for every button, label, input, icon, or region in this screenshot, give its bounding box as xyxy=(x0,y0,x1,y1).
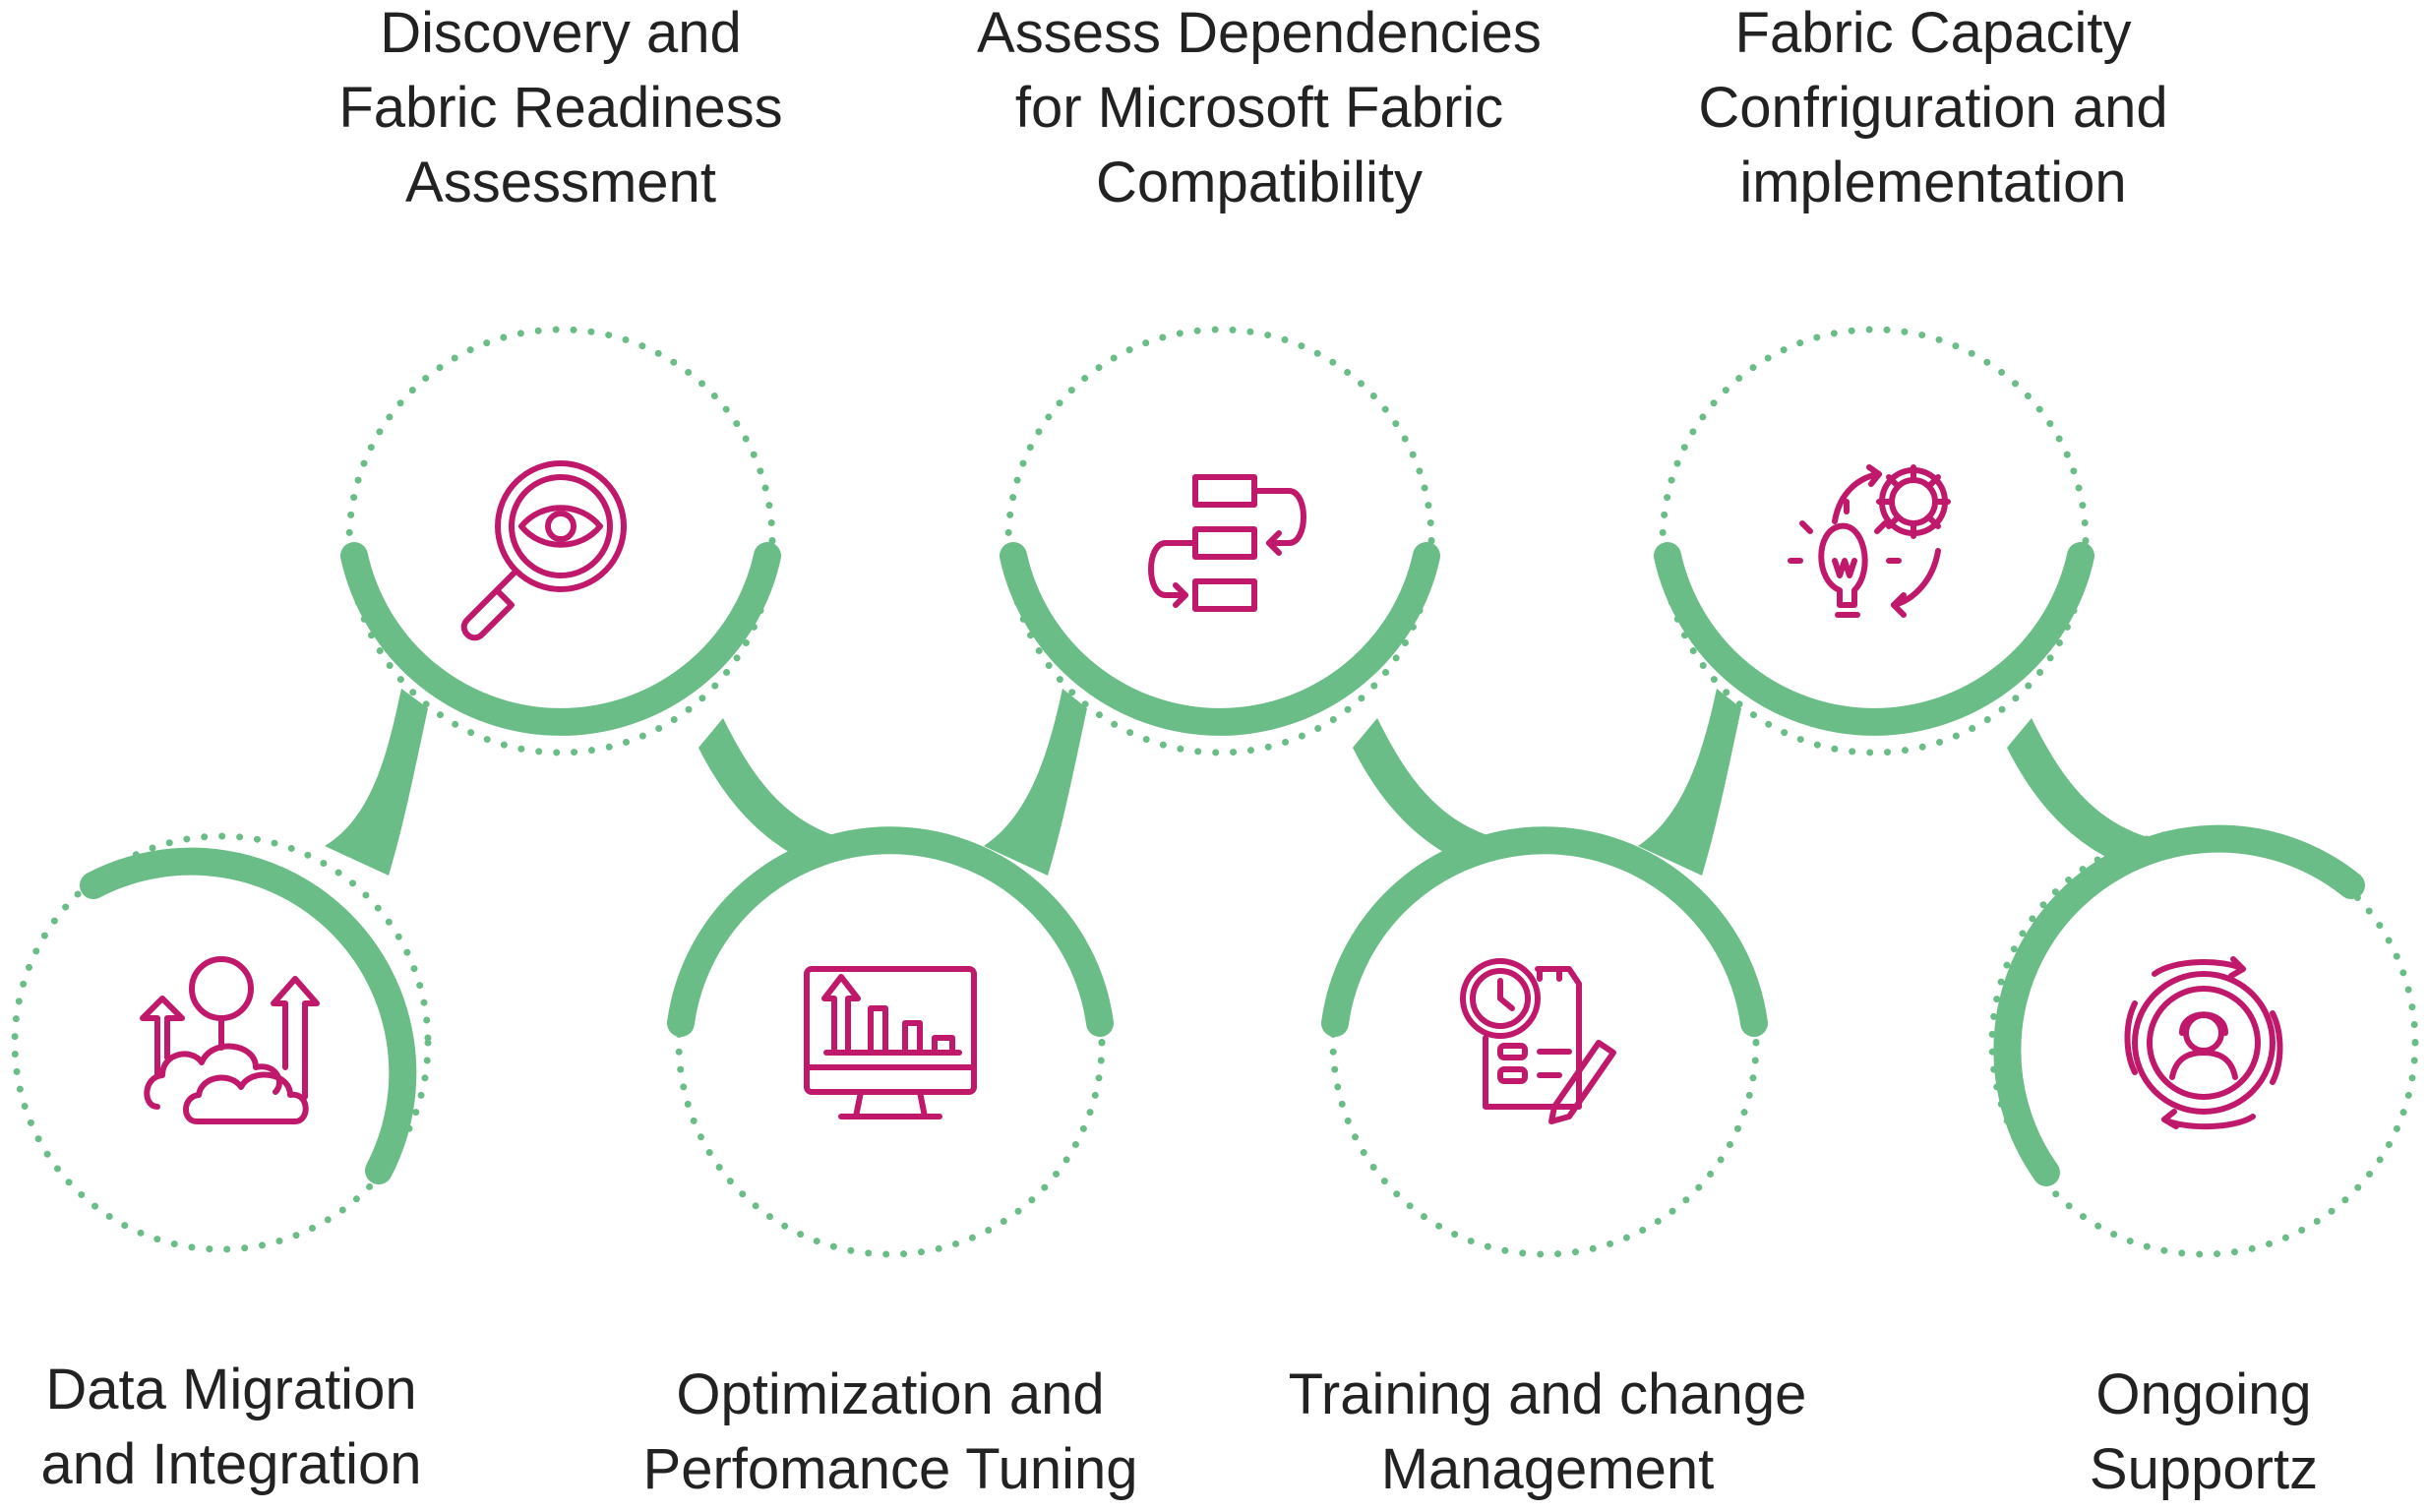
clipboard-clock-icon xyxy=(1460,958,1616,1124)
step-1-label-line-2: and Integration xyxy=(40,1432,422,1496)
flow-blocks-icon xyxy=(1148,474,1306,612)
step-2-dotted-ring xyxy=(345,326,776,756)
step-2-label-line-3: Assessment xyxy=(405,151,716,214)
step-6-label-line-2: Confriguration and xyxy=(1698,76,2168,140)
step-5-connector-arc xyxy=(1321,826,1768,1037)
bulb-gear-icon xyxy=(1788,464,1951,618)
step-7-dotted-ring xyxy=(1988,827,2419,1258)
step-7-connector-arc xyxy=(1993,824,2365,1186)
junction-1 xyxy=(325,689,428,876)
step-4-label-line-3: Compatibility xyxy=(1096,151,1423,214)
step-6-dotted-ring xyxy=(1659,326,2090,756)
step-6-label-line-1: Fabric Capacity xyxy=(1734,1,2132,65)
support-gear-icon xyxy=(2124,956,2283,1130)
step-1-connector-arc xyxy=(80,847,417,1184)
step-6-connector-arc xyxy=(1654,542,2094,736)
step-2-label: Discovery and Fabric Readiness Assessmen… xyxy=(256,0,866,220)
step-3-connector-arc xyxy=(667,826,1114,1037)
step-5-label-line-2: Management xyxy=(1380,1437,1715,1501)
step-1-label: Data Migration and Integration xyxy=(0,1353,536,1502)
step-2-label-line-2: Fabric Readiness xyxy=(338,76,783,140)
step-7-label-line-1: Ongoing xyxy=(2095,1362,2312,1426)
junction-3 xyxy=(984,689,1087,876)
step-5-dotted-ring xyxy=(1329,827,1760,1258)
step-3-label-line-1: Optimization and xyxy=(676,1362,1105,1426)
junction-2 xyxy=(698,718,836,866)
step-5-label-line-1: Training and change xyxy=(1288,1362,1807,1426)
step-7-label-line-2: Supportz xyxy=(2089,1437,2319,1501)
step-5-label: Training and change Management xyxy=(1243,1358,1852,1507)
step-4-connector-arc xyxy=(1000,542,1440,736)
step-2-connector-arc xyxy=(340,542,781,736)
magnifier-eye-icon xyxy=(460,460,627,641)
step-3-label: Optimization and Perfomance Tuning xyxy=(585,1358,1195,1507)
step-4-label-line-1: Assess Dependencies xyxy=(977,1,1542,65)
junction-4 xyxy=(1353,718,1490,866)
step-4-dotted-ring xyxy=(1004,326,1435,756)
step-3-dotted-ring xyxy=(675,827,1106,1258)
step-4-label-line-2: for Microsoft Fabric xyxy=(1014,76,1504,140)
step-3-label-line-2: Perfomance Tuning xyxy=(642,1437,1138,1501)
monitor-chart-icon xyxy=(804,966,977,1119)
step-7-label: Ongoing Supportz xyxy=(1899,1358,2427,1507)
step-1-dotted-ring xyxy=(11,832,432,1253)
junction-6 xyxy=(2007,718,2145,866)
step-1-label-line-1: Data Migration xyxy=(45,1358,417,1421)
step-6-label: Fabric Capacity Confriguration and imple… xyxy=(1628,0,2238,220)
junction-5 xyxy=(1638,689,1741,876)
cloud-upload-icon xyxy=(140,956,320,1124)
step-2-label-line-1: Discovery and xyxy=(380,1,742,65)
step-4-label: Assess Dependencies for Microsoft Fabric… xyxy=(954,0,1564,220)
step-6-label-line-3: implementation xyxy=(1739,151,2127,214)
